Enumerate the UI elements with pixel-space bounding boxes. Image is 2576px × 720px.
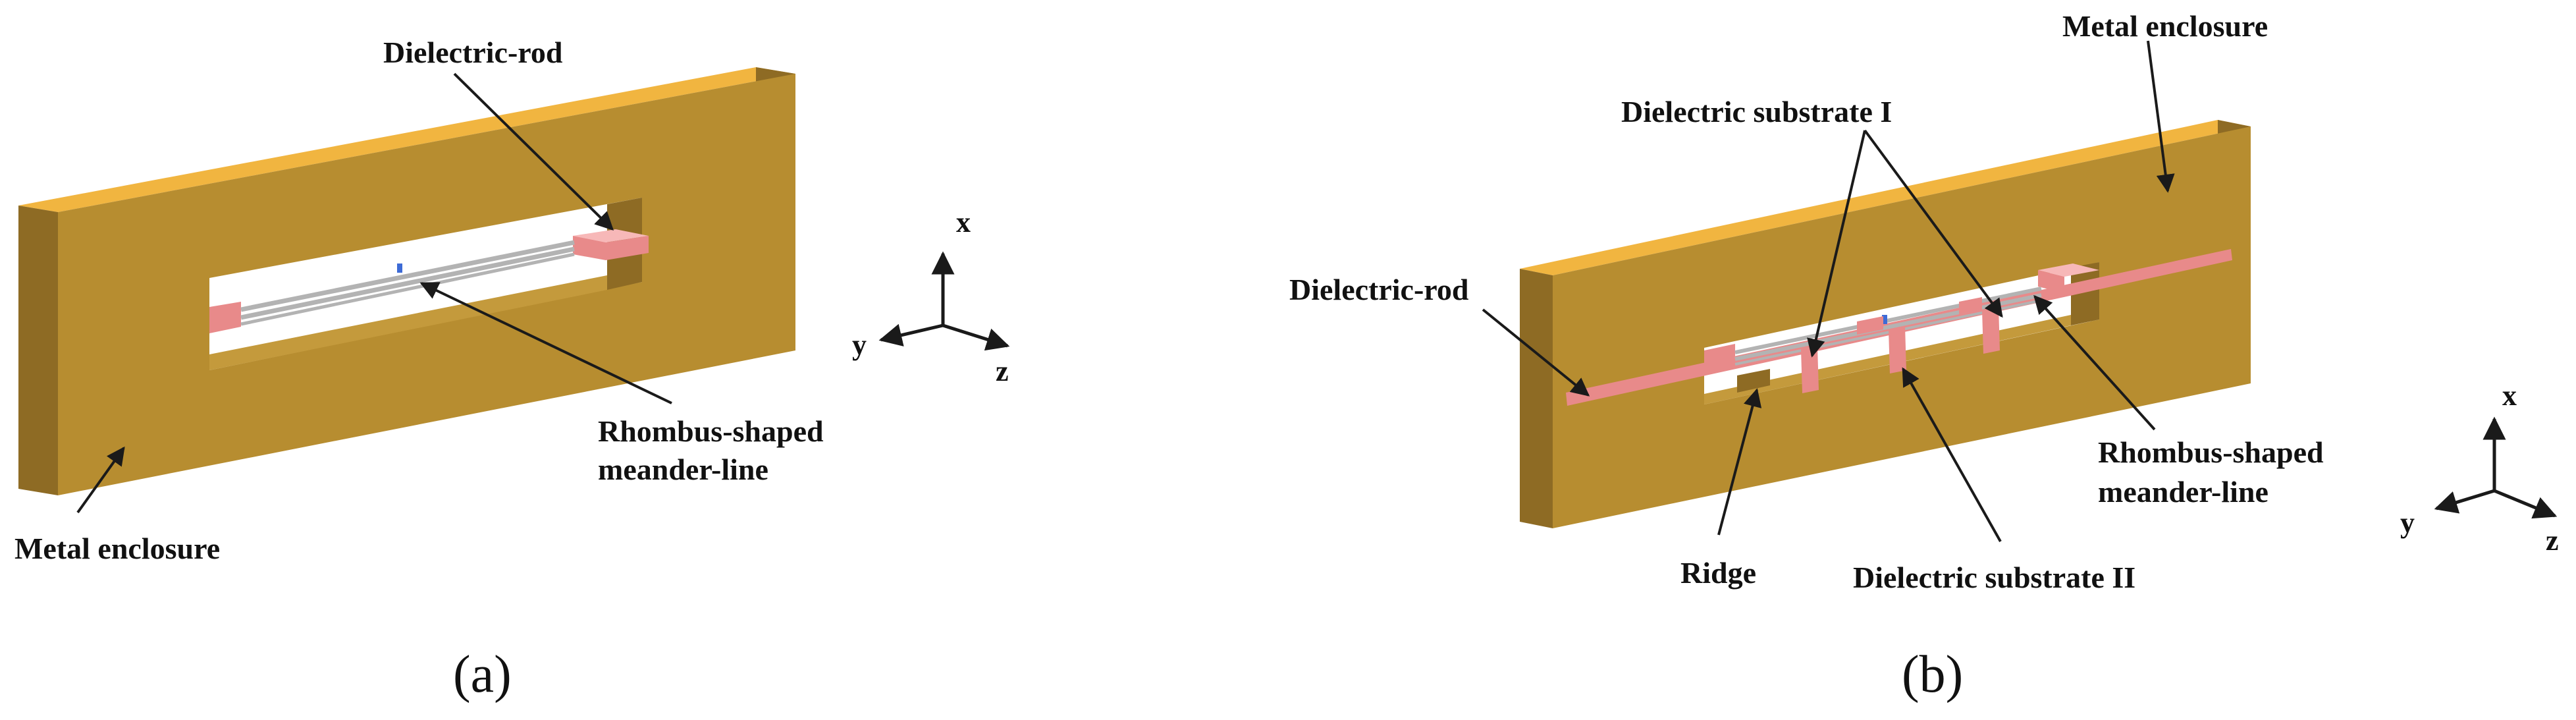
dielectric-rod-b-right-block-top bbox=[2038, 263, 2099, 277]
label-a-dielectric-rod: Dielectric-rod bbox=[383, 36, 563, 69]
port-marker-b bbox=[1882, 315, 1887, 324]
leader-a-meander-line bbox=[419, 282, 672, 404]
label-b-dielectric-substrate-1: Dielectric substrate I bbox=[1621, 95, 1892, 128]
axis-a-y bbox=[878, 323, 944, 346]
axis-a-z-label: z bbox=[996, 355, 1009, 387]
label-a-metal-enclosure: Metal enclosure bbox=[14, 532, 220, 565]
leader-b-metal-enclosure bbox=[2147, 40, 2175, 193]
axis-a-y-label: y bbox=[852, 329, 867, 361]
label-b-meander-line-2: meander-line bbox=[2098, 475, 2268, 509]
axis-b-x-label: x bbox=[2502, 379, 2517, 412]
dielectric-substrate-b-3 bbox=[1982, 306, 2000, 354]
axis-b-z-label: z bbox=[2546, 524, 2559, 557]
label-b-meander-line-1: Rhombus-shaped bbox=[2098, 435, 2324, 469]
axis-a-z bbox=[942, 323, 1010, 351]
dielectric-rod-b-right-block bbox=[2038, 270, 2064, 293]
leader-b-substrate-2 bbox=[1902, 367, 2002, 542]
axis-a-x-label: x bbox=[956, 206, 971, 238]
enclosure-b-front-face bbox=[1553, 126, 2251, 528]
dielectric-rod-a-right-front bbox=[573, 236, 606, 260]
label-b-dielectric-rod: Dielectric-rod bbox=[1289, 273, 1469, 306]
slot-b-inner-right-wall bbox=[2071, 262, 2099, 325]
port-marker-a bbox=[397, 263, 402, 273]
label-b-ridge: Ridge bbox=[1680, 556, 1756, 590]
panel-a: Dielectric-rod Rhombus-shaped meander-li… bbox=[14, 36, 1010, 704]
leader-b-ridge bbox=[1717, 388, 1762, 536]
axis-b-z bbox=[2494, 489, 2558, 519]
panel-b-label: (b) bbox=[1902, 646, 1963, 704]
leader-a-dielectric-rod bbox=[453, 72, 614, 231]
axes-triad-a: x y z bbox=[852, 206, 1010, 387]
metal-enclosure-a bbox=[18, 67, 795, 495]
enclosure-a-front-face bbox=[58, 74, 795, 495]
ridge-b bbox=[1737, 369, 1770, 393]
dielectric-rod-a-left bbox=[209, 302, 241, 333]
leader-b-dielectric-rod bbox=[1482, 308, 1590, 397]
dielectric-substrate-b-4 bbox=[1857, 316, 1883, 335]
leader-b-substrate-1-right bbox=[1864, 129, 2003, 318]
enclosure-b-top-face bbox=[1520, 120, 2251, 275]
enclosure-b-side-face bbox=[1520, 269, 1553, 528]
axis-b-y bbox=[2434, 489, 2495, 514]
leader-b-meander-line bbox=[2033, 294, 2156, 431]
enclosure-a-side-face bbox=[18, 206, 58, 495]
enclosure-a-top-face bbox=[18, 67, 795, 212]
slot-a-inner-bottom-wall bbox=[209, 275, 607, 370]
axis-b-y-label: y bbox=[2400, 507, 2415, 539]
metal-enclosure-b bbox=[1520, 120, 2251, 528]
dielectric-rod-a-right-top bbox=[573, 229, 649, 242]
panel-b: Metal enclosure Dielectric substrate I D… bbox=[1289, 9, 2559, 704]
label-a-meander-line-1: Rhombus-shaped bbox=[598, 414, 824, 448]
panel-a-label: (a) bbox=[453, 646, 512, 704]
leader-a-metal-enclosure bbox=[76, 446, 125, 514]
dielectric-rod-b-left-block bbox=[1704, 344, 1735, 375]
axes-triad-b: x y z bbox=[2400, 379, 2559, 557]
slot-b-inner-bottom-wall bbox=[1704, 315, 2071, 404]
dielectric-substrate-b-1 bbox=[1801, 346, 1819, 393]
dielectric-substrate-b-5 bbox=[1959, 297, 1982, 314]
label-b-dielectric-substrate-2: Dielectric substrate II bbox=[1853, 561, 2135, 594]
meander-line-a bbox=[240, 240, 575, 326]
label-a-meander-line-2: meander-line bbox=[598, 453, 768, 486]
dielectric-rod-a-right-side bbox=[606, 236, 649, 260]
dielectric-substrate-b-2 bbox=[1889, 326, 1906, 374]
leader-b-substrate-1-left bbox=[1807, 130, 1866, 358]
label-b-metal-enclosure: Metal enclosure bbox=[2062, 9, 2268, 43]
